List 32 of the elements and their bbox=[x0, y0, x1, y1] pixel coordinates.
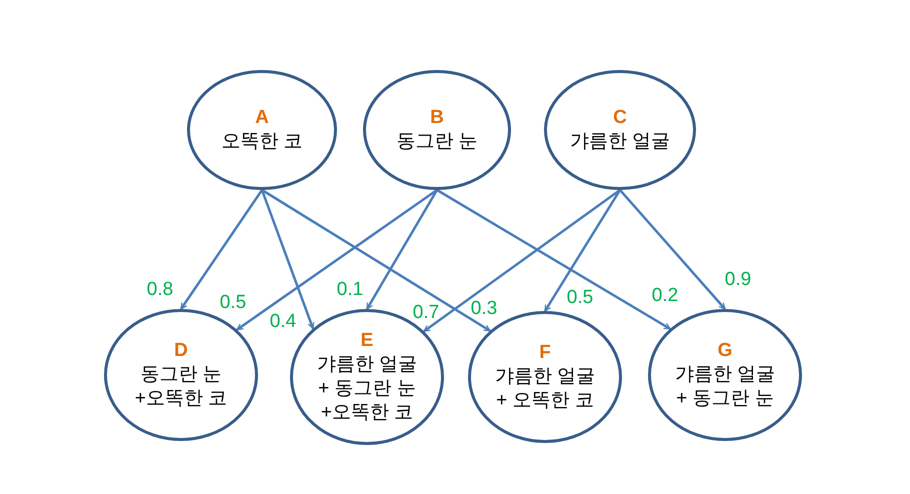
node-letter: B bbox=[430, 106, 444, 130]
arrow bbox=[366, 189, 438, 310]
node-letter: G bbox=[718, 339, 732, 363]
arrow bbox=[423, 188, 621, 332]
node-text: 갸름한 얼굴 bbox=[570, 130, 670, 154]
arrow bbox=[236, 188, 438, 331]
edge-label: 0.5 bbox=[566, 286, 594, 310]
edge-label: 0.2 bbox=[652, 284, 678, 308]
arrow bbox=[436, 188, 671, 330]
node-letter: C bbox=[613, 106, 627, 130]
arrow bbox=[544, 189, 622, 312]
node-text: 갸름한 얼굴 + 오똑한 코 bbox=[494, 365, 596, 413]
node-letter: A bbox=[255, 106, 269, 130]
node-letter: D bbox=[174, 339, 188, 363]
edge-label: 0.1 bbox=[336, 278, 364, 302]
arrow bbox=[261, 188, 491, 332]
arrow bbox=[619, 189, 726, 310]
arrow bbox=[180, 189, 264, 310]
node-text: 오똑한 코 bbox=[221, 130, 303, 154]
node-text: 동그란 눈 +오똑한 코 bbox=[134, 363, 228, 411]
node-letter: F bbox=[539, 341, 551, 365]
node-letter: E bbox=[360, 329, 374, 353]
edge-label: 0.5 bbox=[220, 291, 246, 315]
node-text: 갸름한 얼굴 + 동그란 눈 bbox=[674, 363, 776, 411]
node-text: 갸름한 얼굴 + 동그란 눈 +오똑한 코 bbox=[316, 353, 418, 425]
edge-label: 0.8 bbox=[146, 278, 174, 302]
edge-label: 0.4 bbox=[270, 310, 296, 334]
node-text: 동그란 눈 bbox=[396, 130, 478, 154]
edge-label: 0.7 bbox=[412, 301, 440, 325]
edge-label: 0.3 bbox=[470, 297, 498, 321]
edge-label: 0.9 bbox=[724, 268, 752, 292]
arrow bbox=[260, 190, 314, 330]
